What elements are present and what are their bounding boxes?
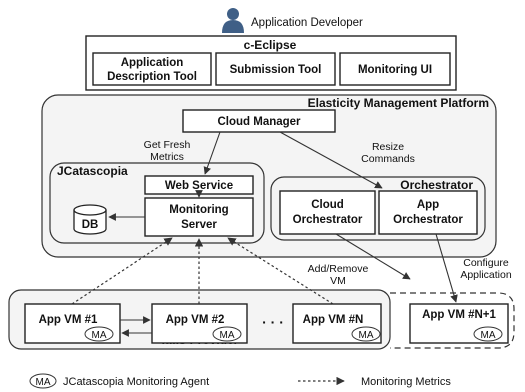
application-description-tool-line2: Description Tool [107, 71, 197, 83]
legend: MA JCatascopia Monitoring Agent Monitori… [29, 373, 451, 389]
arrow-get-fresh-metrics [203, 131, 221, 175]
monitoring-agent-badge [84, 326, 114, 342]
ma-label: MA [359, 330, 374, 341]
orchestrator-title: Orchestrator [400, 178, 473, 192]
vm-label: App VM #N [303, 314, 364, 326]
cloud-orchestrator-line2: Orchestrator [293, 214, 363, 226]
add-remove-vm-line1: Add/Remove [308, 263, 369, 275]
cloud-orchestrator-box [279, 190, 376, 235]
configure-application-line1: Configure [463, 257, 509, 269]
monitoring-server-line2: Server [181, 219, 217, 231]
developer-label: Application Developer [251, 17, 363, 29]
get-fresh-metrics-line1: Get Fresh [144, 139, 191, 151]
cloud-manager-label: Cloud Manager [217, 116, 301, 128]
cloud-orchestrator-line1: Cloud [311, 199, 344, 211]
submission-tool-box [215, 52, 336, 86]
legend-metrics-text: Monitoring Metrics [361, 376, 451, 388]
database-icon [73, 204, 107, 235]
cloud-manager-box [182, 109, 336, 133]
metrics-arrow-vmn [227, 237, 334, 305]
resize-commands-line1: Resize [372, 141, 404, 153]
resize-commands-line2: Commands [361, 153, 415, 165]
new-vm-label: App VM #N+1 [422, 309, 496, 321]
legend-ma-text: JCatascopia Monitoring Agent [63, 376, 209, 388]
monitoring-agent-badge [351, 326, 381, 342]
app-orchestrator-line2: Orchestrator [393, 214, 463, 226]
arrow-add-remove-vm [335, 233, 411, 280]
submission-tool-label: Submission Tool [230, 64, 322, 76]
get-fresh-metrics-line2: Metrics [150, 151, 184, 163]
configure-application-line2: Application [460, 269, 512, 281]
monitoring-agent-badge [473, 326, 503, 342]
jcatascopia-title: JCatascopia [57, 164, 128, 178]
web-service-label: Web Service [165, 180, 233, 192]
monitoring-server-line1: Monitoring [169, 204, 228, 216]
c-eclipse-title: c-Eclipse [244, 38, 297, 52]
vm-label: App VM #1 [39, 314, 98, 326]
add-remove-vm-line2: VM [330, 275, 346, 287]
vm-label: App VM #2 [166, 314, 225, 326]
legend-ma-symbol-label: MA [36, 377, 51, 388]
monitoring-agent-badge [212, 326, 242, 342]
ma-label: MA [220, 330, 235, 341]
legend-ma-symbol [29, 373, 57, 389]
monitoring-ui-label: Monitoring UI [358, 64, 432, 76]
vm-ellipsis: · · · [262, 314, 284, 330]
iaas-extension-dashed-border [390, 292, 515, 349]
application-description-tool-line1: Application [121, 57, 184, 69]
developer-icon [222, 8, 244, 33]
db-label: DB [82, 219, 99, 231]
monitoring-server-box [144, 197, 254, 237]
app-orchestrator-box [378, 190, 478, 235]
monitoring-ui-box [339, 52, 451, 86]
app-orchestrator-line1: App [417, 199, 439, 211]
ma-label: MA [481, 330, 496, 341]
elasticity-platform-title: Elasticity Management Platform [308, 96, 489, 110]
arrow-resize-commands [279, 131, 383, 189]
application-description-tool-box [92, 52, 212, 86]
ma-label: MA [92, 330, 107, 341]
arrow-configure-application [435, 233, 458, 303]
